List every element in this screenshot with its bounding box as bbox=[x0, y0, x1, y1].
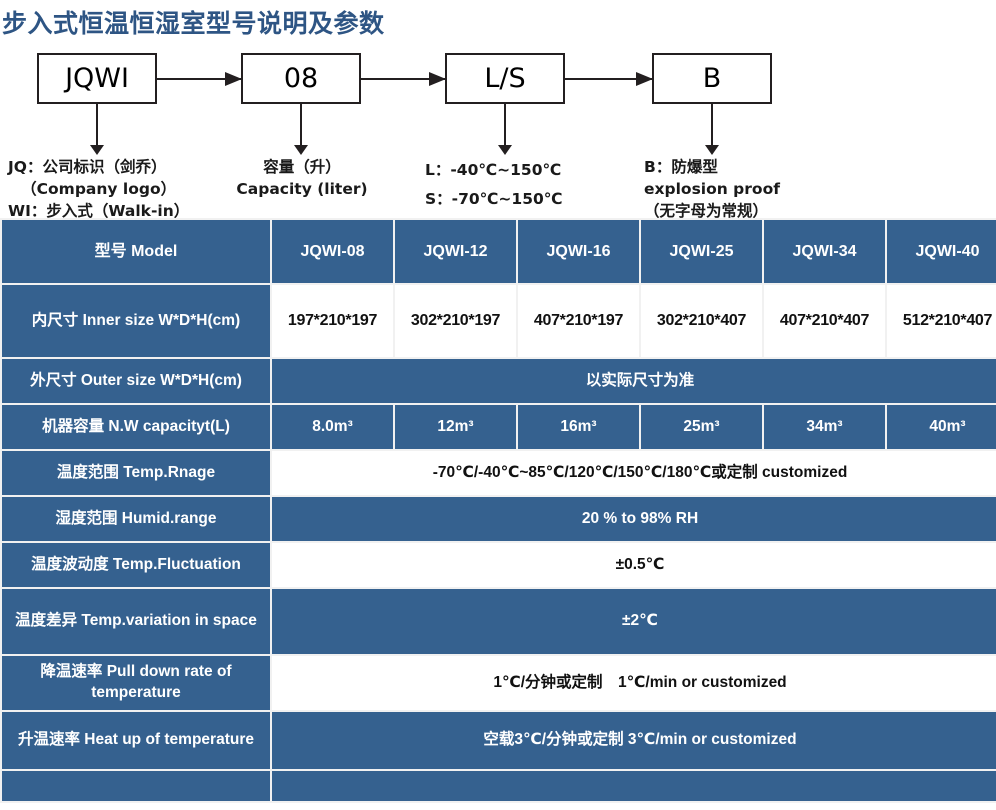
row-header-heat-up-rate: 升温速率 Heat up of temperature bbox=[2, 712, 270, 769]
cell-inner-size-08: 197*210*197 bbox=[272, 285, 393, 357]
arrow-down-3-icon bbox=[498, 104, 512, 155]
row-header-temp-range: 温度范围 Temp.Rnage bbox=[2, 451, 270, 495]
column-header-model: 型号 Model bbox=[2, 220, 270, 283]
diagram-caption-jqwi: JQ：公司标识（剑乔） （Company logo） WI：步入式（Walk-i… bbox=[8, 156, 189, 222]
column-header-jqwi-40: JQWI-40 bbox=[887, 220, 996, 283]
diagram-box-b-label: B bbox=[702, 63, 722, 94]
column-header-jqwi-08: JQWI-08 bbox=[272, 220, 393, 283]
cell-inner-size-34: 407*210*407 bbox=[764, 285, 885, 357]
arrow-down-4-icon bbox=[705, 104, 719, 155]
diagram-box-08: 08 bbox=[241, 53, 361, 104]
row-header-capacity: 机器容量 N.W capacityt(L) bbox=[2, 405, 270, 449]
arrow-down-1-icon bbox=[90, 104, 104, 155]
diagram-box-b: B bbox=[652, 53, 772, 104]
cell-capacity-12: 12m³ bbox=[395, 405, 516, 449]
cell-temp-fluctuation-value: ±0.5℃ bbox=[272, 543, 996, 587]
cell-temp-range-value: -70℃/-40℃~85℃/120℃/150℃/180℃或定制 customiz… bbox=[272, 451, 996, 495]
cell-cutoff-value bbox=[272, 771, 996, 801]
row-header-cutoff bbox=[2, 771, 270, 801]
cell-inner-size-16: 407*210*197 bbox=[518, 285, 639, 357]
table-row-temp-fluctuation: 温度波动度 Temp.Fluctuation ±0.5℃ bbox=[2, 543, 996, 587]
cell-capacity-25: 25m³ bbox=[641, 405, 762, 449]
cell-capacity-34: 34m³ bbox=[764, 405, 885, 449]
diagram-caption-ls: L：-40℃~150℃ S：-70℃~150℃ bbox=[425, 156, 563, 213]
column-header-jqwi-16: JQWI-16 bbox=[518, 220, 639, 283]
column-header-jqwi-25: JQWI-25 bbox=[641, 220, 762, 283]
cell-capacity-40: 40m³ bbox=[887, 405, 996, 449]
model-code-diagram: JQWI 08 L/S B JQ：公司标识（剑乔） （Company logo）… bbox=[0, 46, 996, 220]
diagram-box-08-label: 08 bbox=[283, 63, 319, 94]
caption-line: B：防爆型 bbox=[644, 158, 718, 176]
row-header-pull-down-rate: 降温速率 Pull down rate of temperature bbox=[2, 656, 270, 710]
table-row-capacity: 机器容量 N.W capacityt(L) 8.0m³ 12m³ 16m³ 25… bbox=[2, 405, 996, 449]
column-header-jqwi-12: JQWI-12 bbox=[395, 220, 516, 283]
table-header-row: 型号 Model JQWI-08 JQWI-12 JQWI-16 JQWI-25… bbox=[2, 220, 996, 283]
table-row-temp-range: 温度范围 Temp.Rnage -70℃/-40℃~85℃/120℃/150℃/… bbox=[2, 451, 996, 495]
row-header-humidity-range: 湿度范围 Humid.range bbox=[2, 497, 270, 541]
specification-table: 型号 Model JQWI-08 JQWI-12 JQWI-16 JQWI-25… bbox=[0, 218, 996, 803]
diagram-box-ls-label: L/S bbox=[484, 63, 526, 94]
page-title: 步入式恒温恒湿室型号说明及参数 bbox=[2, 10, 385, 38]
cell-humidity-range-value: 20 % to 98% RH bbox=[272, 497, 996, 541]
table-row-inner-size: 内尺寸 Inner size W*D*H(cm) 197*210*197 302… bbox=[2, 285, 996, 357]
arrow-down-2-icon bbox=[294, 104, 308, 155]
caption-line: L：-40℃~150℃ bbox=[425, 161, 562, 179]
table-row-humidity-range: 湿度范围 Humid.range 20 % to 98% RH bbox=[2, 497, 996, 541]
cell-temp-variation-value: ±2℃ bbox=[272, 589, 996, 654]
arrow-right-2-icon bbox=[361, 72, 446, 86]
table-row-heat-up-rate: 升温速率 Heat up of temperature 空载3℃/分钟或定制 3… bbox=[2, 712, 996, 769]
column-header-jqwi-34: JQWI-34 bbox=[764, 220, 885, 283]
caption-line: （无字母为常规） bbox=[644, 202, 769, 220]
arrow-right-3-icon bbox=[565, 72, 653, 86]
caption-line: WI：步入式（Walk-in） bbox=[8, 202, 190, 220]
table-row-outer-size: 外尺寸 Outer size W*D*H(cm) 以实际尺寸为准 bbox=[2, 359, 996, 403]
cell-heat-up-rate-value: 空载3℃/分钟或定制 3℃/min or customized bbox=[272, 712, 996, 769]
diagram-box-jqwi: JQWI bbox=[37, 53, 157, 104]
table-row-pull-down-rate: 降温速率 Pull down rate of temperature 1℃/分钟… bbox=[2, 656, 996, 710]
row-header-inner-size: 内尺寸 Inner size W*D*H(cm) bbox=[2, 285, 270, 357]
caption-line: （Company logo） bbox=[21, 180, 177, 198]
diagram-box-ls: L/S bbox=[445, 53, 565, 104]
row-header-outer-size: 外尺寸 Outer size W*D*H(cm) bbox=[2, 359, 270, 403]
caption-line: explosion proof bbox=[644, 180, 780, 198]
diagram-box-jqwi-label: JQWI bbox=[65, 63, 129, 94]
caption-line: JQ：公司标识（剑乔） bbox=[8, 158, 167, 176]
caption-line: Capacity (liter) bbox=[236, 180, 368, 198]
arrow-right-1-icon bbox=[157, 72, 242, 86]
cell-inner-size-25: 302*210*407 bbox=[641, 285, 762, 357]
cell-outer-size-value: 以实际尺寸为准 bbox=[272, 359, 996, 403]
cell-capacity-16: 16m³ bbox=[518, 405, 639, 449]
table-row-cutoff bbox=[2, 771, 996, 801]
row-header-temp-fluctuation: 温度波动度 Temp.Fluctuation bbox=[2, 543, 270, 587]
cell-inner-size-12: 302*210*197 bbox=[395, 285, 516, 357]
cell-inner-size-40: 512*210*407 bbox=[887, 285, 996, 357]
caption-line: 容量（升） bbox=[263, 158, 341, 176]
row-header-temp-variation: 温度差异 Temp.variation in space bbox=[2, 589, 270, 654]
caption-line: S：-70℃~150℃ bbox=[425, 189, 563, 208]
diagram-caption-b: B：防爆型 explosion proof （无字母为常规） bbox=[644, 156, 780, 222]
cell-capacity-08: 8.0m³ bbox=[272, 405, 393, 449]
cell-pull-down-rate-value: 1℃/分钟或定制 1℃/min or customized bbox=[272, 656, 996, 710]
table-row-temp-variation: 温度差异 Temp.variation in space ±2℃ bbox=[2, 589, 996, 654]
diagram-caption-capacity: 容量（升） Capacity (liter) bbox=[228, 156, 376, 200]
